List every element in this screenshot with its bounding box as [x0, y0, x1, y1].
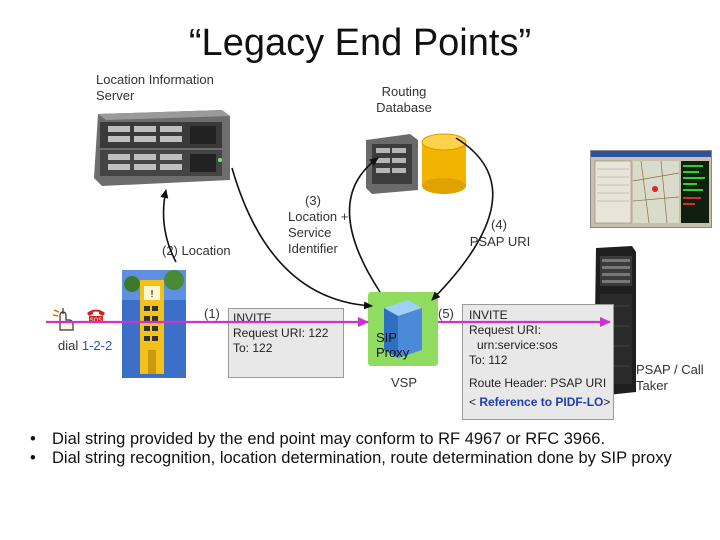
sip-proxy-label: SIP Proxy	[376, 330, 410, 360]
page-title: “Legacy End Points”	[188, 22, 532, 64]
routing-db-label: Routing Database	[376, 84, 432, 115]
invite-5-request-uri: Request URI:	[469, 323, 542, 337]
step-4-label: PSAP URI	[469, 234, 531, 249]
invite-1-request-uri: Request URI: 122	[233, 326, 329, 340]
invite-5-route-header: Route Header: PSAP URI	[469, 376, 607, 390]
arrow-routing-to-proxy	[431, 137, 494, 301]
psap-map-screen-image	[590, 150, 712, 228]
svg-text:!: !	[150, 289, 154, 300]
step-3-label: Location + Service Identifier	[288, 209, 349, 256]
bullet-item: •Dial string recognition, location deter…	[30, 449, 672, 467]
arrow-lis-to-proxy	[231, 167, 373, 310]
step-2-label: (2) Location	[162, 243, 231, 258]
bullet-text-1: Dial string provided by the end point ma…	[52, 430, 606, 448]
sip-proxy-node: SIP Proxy	[368, 292, 438, 366]
location-information-server-image	[92, 108, 232, 190]
invite-5-line1: INVITE	[469, 308, 508, 322]
vsp-label: VSP	[390, 375, 417, 390]
dial-prefix: dial	[58, 338, 82, 353]
routing-database-image	[362, 128, 472, 196]
arrow-location-fetch	[160, 189, 177, 263]
bullet-text-2: Dial string recognition, location determ…	[52, 449, 672, 467]
bullet-list: •Dial string provided by the end point m…	[30, 430, 710, 468]
sip-proxy-server-icon	[384, 300, 422, 358]
lis-label: Location Information Server	[96, 72, 214, 103]
invite-5-to: To: 112	[469, 353, 508, 367]
invite-message-1: INVITE Request URI: 122 To: 122	[228, 308, 344, 378]
dial-number: 1-2-2	[81, 338, 113, 353]
step-3-number: (3)	[305, 193, 321, 208]
step-1-number: (1)	[204, 306, 220, 321]
dial-string-label: dial 1-2-2	[58, 338, 128, 354]
invite-5-pidf-reference: < Reference to PIDF-LO>	[463, 391, 613, 410]
pidf-lo-link: Reference to PIDF-LO	[479, 395, 604, 409]
step-4-number: (4)	[491, 217, 507, 232]
psap-label: PSAP / Call Taker	[636, 362, 704, 393]
step-5-number: (5)	[438, 306, 454, 321]
invite-5-urn: urn:service:sos	[477, 338, 558, 352]
arrow-proxy-to-routing	[348, 157, 381, 293]
svg-text:SOS: SOS	[90, 317, 103, 324]
pidf-suffix: >	[603, 395, 611, 409]
invite-1-to: To: 122	[233, 341, 273, 355]
invite-message-5: INVITE Request URI: urn:service:sos To: …	[462, 304, 614, 420]
emergency-call-box-image: !	[122, 270, 186, 378]
pidf-prefix: <	[469, 395, 480, 409]
bullet-item: •Dial string provided by the end point m…	[30, 430, 606, 448]
